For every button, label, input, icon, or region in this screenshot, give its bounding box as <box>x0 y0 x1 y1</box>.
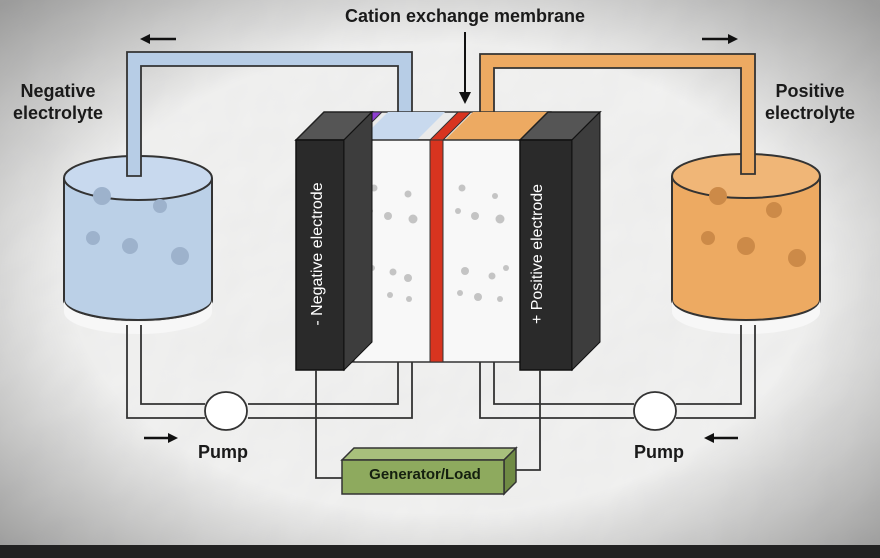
positive-electrode <box>518 110 602 372</box>
arrow-right-icon <box>144 433 178 443</box>
bottom-return-pipes <box>126 325 756 479</box>
arrow-right-icon <box>702 34 738 44</box>
bottom-bar <box>0 545 880 558</box>
positive-tank <box>671 153 821 334</box>
cation-exchange-membrane <box>428 111 473 363</box>
negative-electrolyte-label: Negative electrolyte <box>12 81 104 123</box>
positive-pipe <box>479 53 756 175</box>
negative-tank <box>63 155 213 334</box>
pump-left-icon <box>204 391 248 431</box>
negative-electrode-label: - Negative electrode <box>309 182 326 326</box>
positive-electrode-label: + Positive electrode <box>529 183 546 325</box>
generator-load-box <box>340 446 518 496</box>
pump-left-label: Pump <box>197 442 248 462</box>
negative-electrode <box>294 110 374 372</box>
arrow-left-icon <box>704 433 738 443</box>
arrow-left-icon <box>140 34 176 44</box>
pump-right-label: Pump <box>633 442 684 462</box>
arrow-down-icon <box>459 32 471 104</box>
pump-right-icon <box>633 391 677 431</box>
negative-electrolyte-fill <box>64 178 212 320</box>
generator-load-label: Generator/Load <box>369 466 481 483</box>
positive-electrolyte-label: Positive electrolyte <box>764 81 856 123</box>
membrane-label: Cation exchange membrane <box>344 6 586 26</box>
